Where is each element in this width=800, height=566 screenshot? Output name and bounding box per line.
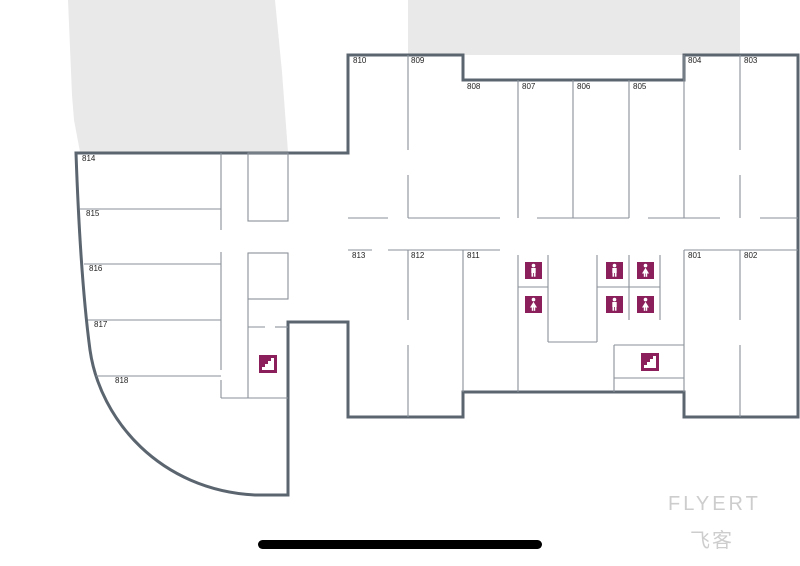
room-label-811: 811 [467, 251, 480, 260]
outer-wall [74, 53, 800, 497]
room-label-815: 815 [86, 209, 100, 218]
room-label-804: 804 [688, 56, 702, 65]
room-label-802: 802 [744, 251, 758, 260]
female-restroom-icon[interactable] [637, 262, 654, 279]
room-label-818: 818 [115, 376, 129, 385]
stairs-icon[interactable] [641, 353, 659, 371]
neighbor-building-left [68, 0, 288, 152]
room-label-805: 805 [633, 82, 647, 91]
west-wing-partitions [80, 152, 289, 399]
east-block-partitions [348, 55, 798, 417]
room-label-808: 808 [467, 82, 481, 91]
room-label-803: 803 [744, 56, 758, 65]
room-label-813: 813 [352, 251, 366, 260]
room-labels: 814 815 816 817 818 810 809 808 807 806 … [82, 56, 758, 385]
male-restroom-icon[interactable] [525, 262, 542, 279]
female-restroom-icon[interactable] [525, 296, 542, 313]
male-restroom-icon[interactable] [606, 296, 623, 313]
room-label-817: 817 [94, 320, 108, 329]
watermark-logo: FLYERT [668, 493, 761, 515]
male-restroom-icon[interactable] [606, 262, 623, 279]
room-label-812: 812 [411, 251, 425, 260]
room-label-816: 816 [89, 264, 103, 273]
female-restroom-icon[interactable] [637, 296, 654, 313]
room-label-810: 810 [353, 56, 367, 65]
home-indicator-bar[interactable] [258, 540, 542, 549]
room-label-807: 807 [522, 82, 536, 91]
room-label-801: 801 [688, 251, 702, 260]
room-label-806: 806 [577, 82, 591, 91]
room-label-809: 809 [411, 56, 425, 65]
neighbor-building-top [408, 0, 740, 55]
watermark-logo-sub: 飞客 [690, 528, 734, 552]
stairs-icon[interactable] [259, 355, 277, 373]
room-label-814: 814 [82, 154, 96, 163]
